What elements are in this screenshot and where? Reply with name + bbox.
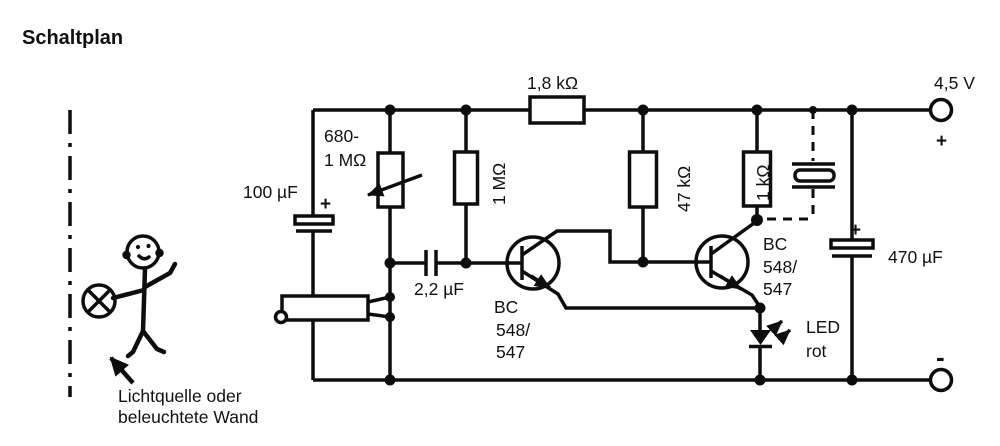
label-q2-3: 547 <box>763 279 792 299</box>
label-led-2: rot <box>806 341 827 361</box>
label-r-led: 1 kΩ <box>753 165 773 201</box>
capacitor-100uF-icon <box>293 214 335 233</box>
resistor-47k-icon <box>627 150 659 209</box>
piezo-optional-icon <box>766 110 836 221</box>
photo-sensor-icon <box>273 294 391 325</box>
label-led-1: LED <box>806 317 840 337</box>
capacitor-2u2-icon <box>424 250 438 276</box>
junction-dots <box>384 104 858 386</box>
transistor-q1-icon <box>505 229 760 310</box>
label-r-var-2: 1 MΩ <box>324 150 366 170</box>
resistor-1M-icon <box>452 150 480 206</box>
label-r-mid: 47 kΩ <box>674 166 694 212</box>
caption-line2: beleuchtete Wand <box>118 407 258 427</box>
stick-figure <box>110 234 178 359</box>
transistor-q2-icon <box>694 219 762 308</box>
label-c-out-plus: + <box>850 220 861 241</box>
label-c-coupling: 2,2 µF <box>414 279 464 299</box>
label-supply-plus: + <box>936 131 947 152</box>
label-r-base: 1 MΩ <box>489 163 509 205</box>
eye-icon <box>135 244 141 250</box>
label-q2-2: 548/ <box>763 257 797 277</box>
resistor-var-icon <box>376 151 405 209</box>
resistor-1k8-icon <box>528 95 586 125</box>
led-icon <box>749 319 792 349</box>
eye-icon <box>146 243 151 249</box>
left-ear-icon <box>122 250 131 260</box>
resistor-var-arrow <box>367 173 423 197</box>
caption-line1: Lichtquelle oder <box>118 386 242 406</box>
right-ear-icon <box>155 248 164 258</box>
label-r-series: 1,8 kΩ <box>527 73 578 93</box>
resistor-1k-icon <box>741 150 773 208</box>
page-title: Schaltplan <box>22 27 123 49</box>
label-q1-2: 548/ <box>496 320 530 340</box>
label-c-out: 470 µF <box>888 247 943 267</box>
capacitor-470uF-icon <box>829 238 875 258</box>
terminal-negative <box>928 367 954 393</box>
label-c-in-plus: + <box>320 194 331 215</box>
lamp-icon <box>81 283 117 319</box>
label-q1-3: 547 <box>496 342 525 362</box>
circuit: 100 µF + 680- 1 MΩ 2,2 µF 1 MΩ 1,8 <box>243 73 975 393</box>
label-voltage: 4,5 V <box>934 73 975 93</box>
label-r-var-1: 680- <box>324 126 359 146</box>
terminal-positive <box>928 97 954 123</box>
mouth <box>137 254 151 261</box>
annotation-arrow <box>109 356 135 385</box>
label-q1-1: BC <box>494 297 518 317</box>
label-c-in: 100 µF <box>243 182 298 202</box>
label-q2-1: BC <box>763 234 787 254</box>
label-supply-minus: - <box>936 342 945 372</box>
